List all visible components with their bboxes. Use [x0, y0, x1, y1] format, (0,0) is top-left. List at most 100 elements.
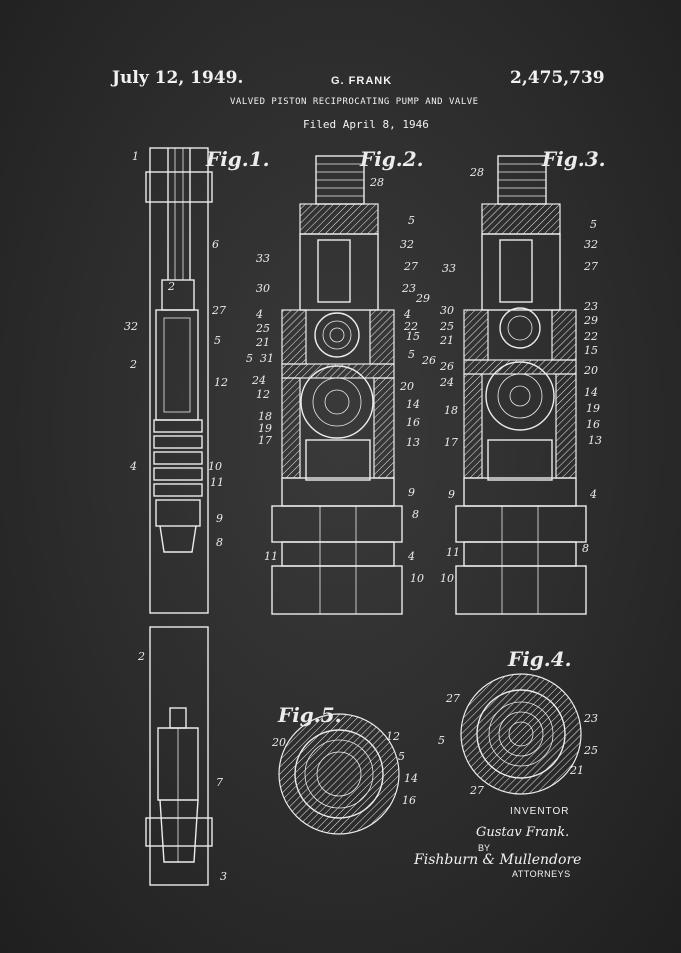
ref-numeral: 25 — [439, 320, 454, 333]
fig5-caption: Fig.5. — [277, 703, 342, 727]
ref-numeral: 5 — [408, 214, 415, 227]
fig3-caption: Fig.3. — [541, 147, 606, 171]
ref-numeral: 25 — [255, 322, 270, 335]
attorneys-label: ATTORNEYS — [512, 869, 571, 879]
ref-numeral: 26 — [439, 360, 454, 373]
ref-numeral: 9 — [448, 488, 455, 501]
ref-numeral: 31 — [260, 352, 274, 365]
ref-numeral: 5 — [438, 734, 445, 747]
ref-numeral: 5 — [214, 334, 221, 347]
ref-numeral: 4 — [589, 488, 597, 501]
ref-numeral: 19 — [586, 402, 600, 415]
ref-numeral: 32 — [400, 238, 414, 251]
ref-numeral: 30 — [256, 282, 270, 295]
ref-numeral: 8 — [412, 508, 419, 521]
fig4-caption: Fig.4. — [507, 647, 572, 671]
ref-numeral: 14 — [404, 772, 418, 785]
fig4-reference-numerals: 27 23 5 25 21 27 — [438, 692, 598, 797]
ref-numeral: 20 — [399, 380, 414, 393]
ref-numeral: 17 — [258, 434, 272, 447]
ref-numeral: 8 — [216, 536, 223, 549]
ref-numeral: 12 — [256, 388, 270, 401]
ref-numeral: 22 — [583, 330, 598, 343]
fig1-packing-cups — [153, 419, 203, 527]
ref-numeral: 28 — [369, 176, 384, 189]
ref-numeral: 12 — [386, 730, 400, 743]
figure-1-drawing — [145, 147, 213, 886]
ref-numeral: 11 — [264, 550, 278, 563]
ref-numeral: 14 — [584, 386, 598, 399]
ref-numeral: 25 — [583, 744, 598, 757]
fig3-reference-numerals: 28 5 32 33 27 30 23 25 29 21 22 15 26 24… — [439, 166, 602, 585]
ref-numeral: 2 — [167, 280, 175, 293]
ref-numeral: 9 — [216, 512, 223, 525]
ref-numeral: 27 — [469, 784, 484, 797]
patent-number: 2,475,739 — [510, 68, 605, 88]
ref-numeral: 20 — [583, 364, 598, 377]
ref-numeral: 28 — [469, 166, 484, 179]
ref-numeral: 33 — [256, 252, 270, 265]
ref-numeral: 5 — [408, 348, 415, 361]
ref-numeral: 21 — [255, 336, 270, 349]
ref-numeral: 11 — [446, 546, 460, 559]
patent-title: VALVED PISTON RECIPROCATING PUMP AND VAL… — [230, 97, 479, 107]
ref-numeral: 32 — [584, 238, 598, 251]
ref-numeral: 23 — [583, 300, 598, 313]
ref-numeral: 20 — [271, 736, 286, 749]
ref-numeral: 16 — [402, 794, 416, 807]
ref-numeral: 3 — [220, 870, 227, 883]
filed-date: Filed April 8, 1946 — [303, 118, 429, 131]
ref-numeral: 4 — [255, 308, 263, 321]
ref-numeral: 15 — [584, 344, 598, 357]
ref-numeral: 10 — [440, 572, 454, 585]
ref-numeral: 15 — [406, 330, 420, 343]
ref-numeral: 21 — [569, 764, 584, 777]
ref-numeral: 27 — [403, 260, 418, 273]
ref-numeral: 8 — [582, 542, 589, 555]
inventor-label: INVENTOR — [510, 806, 570, 817]
ref-numeral: 1 — [132, 150, 139, 163]
fig1-caption: Fig.1. — [205, 147, 270, 171]
ref-numeral: 27 — [583, 260, 598, 273]
ref-numeral: 29 — [415, 292, 430, 305]
by-label: BY — [478, 843, 491, 853]
fig1-reference-numerals: 1 6 2 27 32 5 2 12 4 10 11 9 8 2 7 3 — [124, 150, 228, 883]
ref-numeral: 29 — [583, 314, 598, 327]
ref-numeral: 18 — [444, 404, 458, 417]
ref-numeral: 23 — [401, 282, 416, 295]
figure-4-drawing — [460, 673, 582, 795]
ref-numeral: 17 — [444, 436, 458, 449]
patent-date: July 12, 1949. — [112, 68, 244, 88]
ref-numeral: 5 — [590, 218, 597, 231]
fig5-reference-numerals: 20 12 5 14 16 — [271, 730, 418, 807]
ref-numeral: 24 — [439, 376, 454, 389]
ref-numeral: 22 — [403, 320, 418, 333]
ref-numeral: 16 — [406, 416, 420, 429]
ref-numeral: 14 — [406, 398, 420, 411]
ref-numeral: 6 — [212, 238, 219, 251]
ref-numeral: 32 — [124, 320, 138, 333]
ref-numeral: 27 — [211, 304, 226, 317]
ref-numeral: 24 — [251, 374, 266, 387]
ref-numeral: 10 — [208, 460, 222, 473]
ref-numeral: 23 — [583, 712, 598, 725]
ref-numeral: 11 — [210, 476, 224, 489]
figure-3-drawing — [455, 155, 587, 615]
inventor-heading: G. FRANK — [331, 75, 393, 87]
ref-numeral: 18 — [258, 410, 272, 423]
ref-numeral: 10 — [410, 572, 424, 585]
ref-numeral: 4 — [407, 550, 415, 563]
attorneys-signature: Fishburn & Mullendore — [414, 852, 582, 868]
ref-numeral: 12 — [214, 376, 228, 389]
inventor-name: Gustav Frank. — [476, 825, 570, 840]
ref-numeral: 13 — [406, 436, 420, 449]
ref-numeral: 2 — [129, 358, 137, 371]
figure-2-drawing — [271, 155, 403, 615]
ref-numeral: 4 — [403, 308, 411, 321]
ref-numeral: 7 — [216, 776, 223, 789]
fig2-reference-numerals: 28 5 33 32 27 30 23 29 4 4 25 22 21 15 5… — [246, 176, 436, 585]
ref-numeral: 13 — [588, 434, 602, 447]
ref-numeral: 5 — [246, 352, 253, 365]
